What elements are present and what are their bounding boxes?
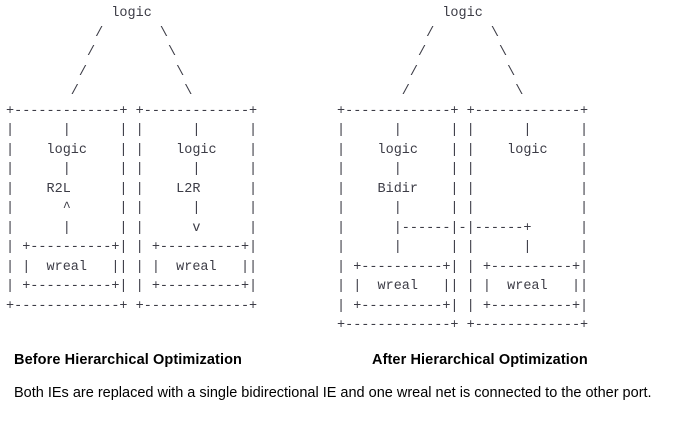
after-optimization-ascii-diagram: logic / \ / \ / \ / \ +-------------+ +-… (337, 6, 589, 333)
before-optimization-ascii-diagram: logic / \ / \ / \ / \ +-------------+ +-… (6, 6, 258, 314)
caption-after-hierarchical-optimization: After Hierarchical Optimization (372, 352, 588, 368)
caption-before-hierarchical-optimization: Before Hierarchical Optimization (14, 352, 243, 368)
figure-description-text: Both IEs are replaced with a single bidi… (14, 385, 652, 401)
caption-row: Before Hierarchical Optimization After H… (0, 352, 675, 380)
diagram-area: logic / \ / \ / \ / \ +-------------+ +-… (6, 6, 589, 333)
